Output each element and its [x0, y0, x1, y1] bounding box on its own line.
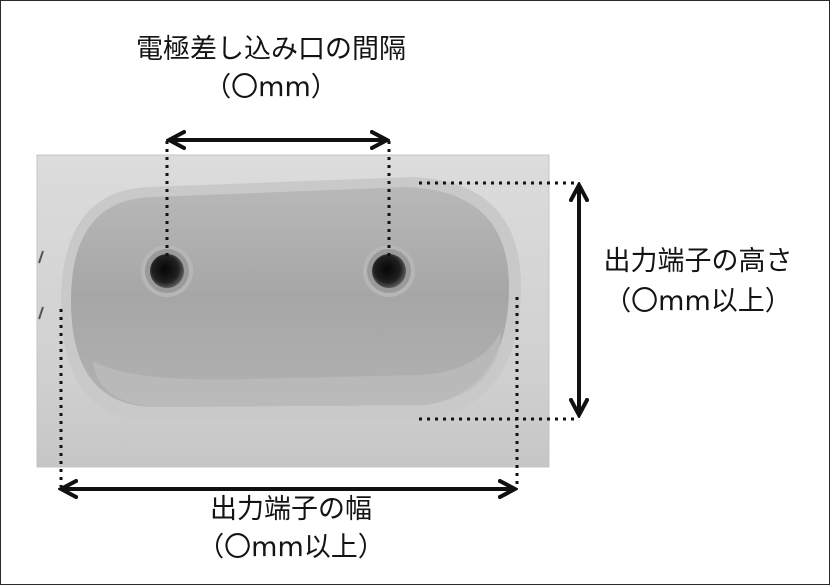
output-terminal-device	[36, 154, 550, 468]
electrode-spacing-dimension	[165, 140, 391, 271]
electrode-spacing-label: 電極差し込み口の間隔	[136, 34, 406, 65]
electrode-spacing-value: （〇mm）	[204, 72, 338, 103]
terminal-height-dimension	[419, 181, 579, 421]
terminal-width-value: （〇mm以上）	[197, 532, 385, 563]
terminal-height-label: 出力端子の高さ	[603, 246, 793, 277]
terminal-width-label: 出力端子の幅	[210, 494, 372, 525]
terminal-width-dimension	[61, 297, 519, 489]
recess	[71, 187, 509, 407]
terminal-height-value: （〇mm以上）	[604, 286, 792, 317]
